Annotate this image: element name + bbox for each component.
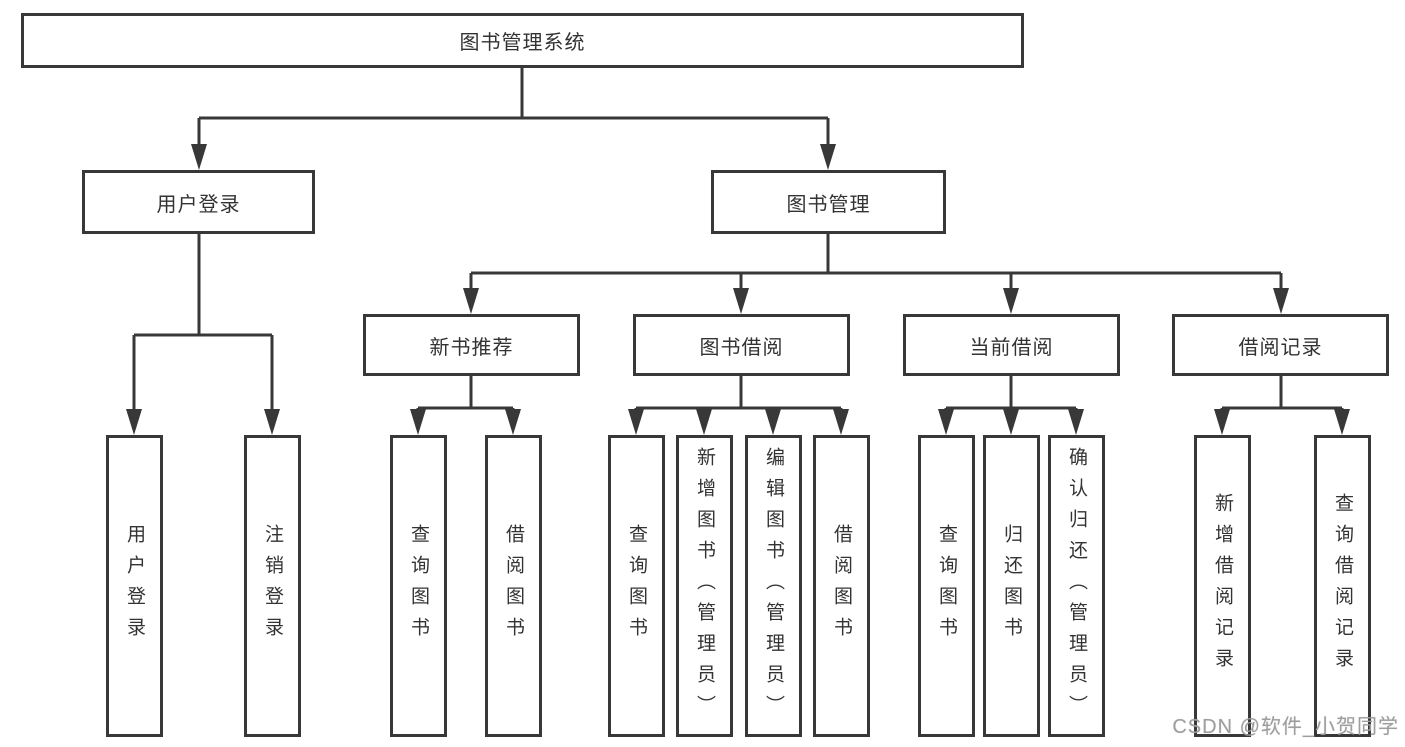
leaf-query-borrow-record-label: 查询借阅记录 xyxy=(1332,493,1353,679)
leaf-user-login-label: 用户登录 xyxy=(124,524,145,648)
connector-root-split xyxy=(197,66,830,150)
leaf-add-borrow-record-label: 新增借阅记录 xyxy=(1212,493,1233,679)
connector-records-split xyxy=(1220,376,1344,415)
leaf-logout: 注销登录 xyxy=(244,435,301,737)
node-user-login: 用户登录 xyxy=(82,170,315,234)
leaf-return-books: 归还图书 xyxy=(983,435,1040,737)
leaf-query-books-recommend: 查询图书 xyxy=(390,435,447,737)
leaf-query-books-borrow: 查询图书 xyxy=(608,435,665,737)
leaf-query-books-current: 查询图书 xyxy=(918,435,975,737)
leaf-edit-books-admin: 编辑图书（管理员） xyxy=(745,435,802,737)
leaf-query-borrow-record: 查询借阅记录 xyxy=(1314,435,1371,737)
leaf-logout-label: 注销登录 xyxy=(262,524,283,648)
node-root-label: 图书管理系统 xyxy=(459,32,586,54)
connector-manage-split xyxy=(469,234,1283,294)
node-user-login-label: 用户登录 xyxy=(156,193,241,216)
node-borrow-records: 借阅记录 xyxy=(1172,314,1389,376)
connector-login-split xyxy=(132,234,274,415)
leaf-edit-books-admin-label: 编辑图书（管理员） xyxy=(763,446,784,726)
node-book-manage-label: 图书管理 xyxy=(786,193,871,216)
node-book-borrow-label: 图书借阅 xyxy=(699,336,784,359)
leaf-borrow-books: 借阅图书 xyxy=(813,435,870,737)
leaf-borrow-books-label: 借阅图书 xyxy=(831,524,852,648)
arrowheads-level2 xyxy=(191,144,836,170)
leaf-add-borrow-record: 新增借阅记录 xyxy=(1194,435,1251,737)
connector-recommend-split xyxy=(416,376,515,415)
connector-borrow-split xyxy=(634,376,843,415)
node-current-borrow: 当前借阅 xyxy=(903,314,1120,376)
node-new-book-recommend: 新书推荐 xyxy=(363,314,580,376)
leaf-query-books-recommend-label: 查询图书 xyxy=(408,524,429,648)
leaf-confirm-return-admin-label: 确认归还（管理员） xyxy=(1066,446,1087,726)
leaf-borrow-books-recommend-label: 借阅图书 xyxy=(503,524,524,648)
node-new-book-recommend-label: 新书推荐 xyxy=(429,336,514,359)
leaf-query-books-current-label: 查询图书 xyxy=(936,524,957,648)
leaf-confirm-return-admin: 确认归还（管理员） xyxy=(1048,435,1105,737)
leaf-borrow-books-recommend: 借阅图书 xyxy=(485,435,542,737)
arrowheads-leaves xyxy=(410,409,1350,435)
leaf-return-books-label: 归还图书 xyxy=(1001,524,1022,648)
leaf-add-books-admin: 新增图书（管理员） xyxy=(676,435,733,737)
node-current-borrow-label: 当前借阅 xyxy=(969,336,1054,359)
watermark: CSDN @软件_小贺同学 xyxy=(1172,716,1399,738)
node-borrow-records-label: 借阅记录 xyxy=(1238,336,1323,359)
arrowheads-level3 xyxy=(463,288,1289,314)
leaf-user-login: 用户登录 xyxy=(106,435,163,737)
node-book-manage: 图书管理 xyxy=(711,170,946,234)
leaf-query-books-borrow-label: 查询图书 xyxy=(626,524,647,648)
arrowheads-login xyxy=(126,409,280,435)
node-book-borrow: 图书借阅 xyxy=(633,314,850,376)
leaf-add-books-admin-label: 新增图书（管理员） xyxy=(694,446,715,726)
node-root: 图书管理系统 xyxy=(21,13,1024,68)
